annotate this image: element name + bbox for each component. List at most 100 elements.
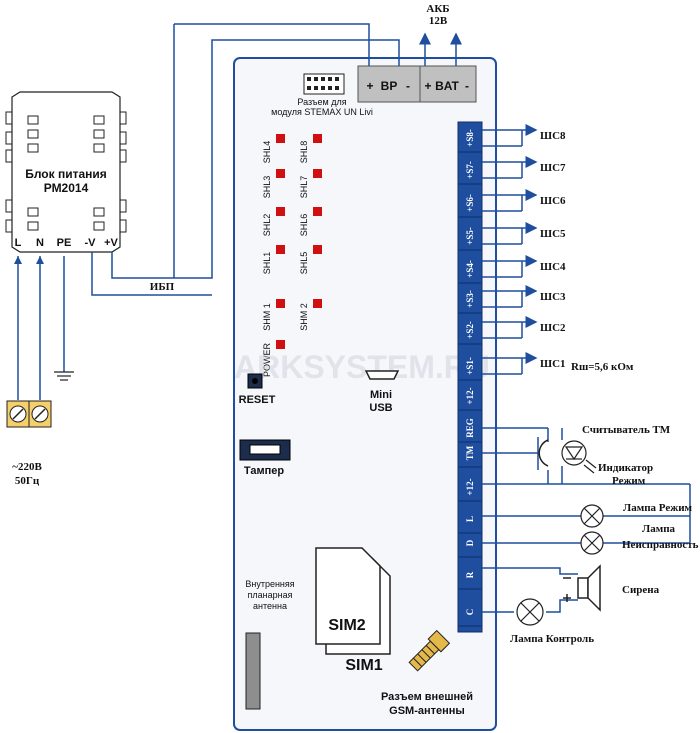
terminal-label: +S8- [465,129,475,147]
lamp-fault-label-1: Лампа [642,523,676,535]
bat-minus: - [465,79,469,93]
stemax-connector [303,73,345,95]
terminal-label: +S5- [465,227,475,245]
led-shl6 [313,207,322,216]
gsm-label-1: Разъем внешней [381,691,473,703]
gsm-antenna-connector [408,629,451,672]
lamp-fault-label-2: Неисправность [622,539,699,551]
terminal-labels: +S8-+S7-+S6-+S5-+S4-+S3-+S2-+S1-+12-REGT… [458,129,482,627]
reader-label: Считыватель ТМ [582,424,671,436]
led-label-shm2: SHM 2 [299,303,309,331]
led-shm1 [276,299,285,308]
terminal-label: +S3- [465,290,475,308]
led-power [276,340,285,349]
bp-minus: - [406,79,410,93]
zone-label: ШС5 [540,228,566,240]
ibp-label: ИБП [150,281,175,293]
led-group [276,134,322,349]
terminal-label: R [465,571,475,578]
zone-label: ШС7 [540,162,566,174]
tamper-label: Тампер [244,465,284,477]
led-shl5 [313,245,322,254]
terminal-label: C [465,609,475,616]
led-label-shl1: SHL1 [262,252,272,275]
internal-antenna [245,632,261,710]
psu-pin-minus: -V [85,237,97,249]
sim1-label: SIM1 [345,657,382,674]
gsm-label-2: GSM-антенны [389,705,465,717]
terminal-label: TM [465,445,475,460]
mains-voltage: ~220В [12,461,42,473]
lamp-control-icon [516,598,544,626]
led-label-shl4: SHL4 [262,141,272,164]
led-label-shm1: SHM 1 [262,303,272,331]
usb-label-1: Mini [370,389,392,401]
antenna-label-1: Внутренняя [245,579,294,589]
led-shm2 [313,299,322,308]
terminal-label: +S7- [465,161,475,179]
bat-label: BAT [435,79,459,93]
reader-contact-icon [538,439,549,467]
mains-terminal [6,400,52,428]
psu-pin-l: L [15,237,22,249]
led-shl2 [276,207,285,216]
ground-icon [54,371,74,381]
led-label-shl6: SHL6 [299,214,309,237]
terminal-label: +S6- [465,194,475,212]
control-board [233,57,497,731]
antenna-label-3: антенна [253,601,287,611]
psu-pin-n: N [36,237,44,249]
terminal-label: +S1- [465,357,475,375]
psu-title: Блок питания [25,167,107,181]
tamper-switch [239,439,291,461]
led-label-shl5: SHL5 [299,252,309,275]
led-shl1 [276,245,285,254]
zone-label: ШС8 [540,130,566,142]
terminal-label: +12- [465,478,475,495]
connector-label-1: Разъем для [297,97,346,107]
lamp-mode-label: Лампа Режим [623,502,693,514]
psu-pin-pe: PE [57,237,72,249]
lamp-mode-icon [580,504,604,528]
indicator-led-icon [561,440,597,474]
led-label-shl8: SHL8 [299,141,309,164]
psu-model: РМ2014 [44,181,89,195]
sim-cards [315,547,391,655]
siren-label: Сирена [622,584,660,596]
zone-label: ШС2 [540,322,566,334]
led-shl8 [313,134,322,143]
psu-pin-arrows [14,256,44,264]
resistor-note: Rш=5,6 кОм [571,361,634,373]
zone-label: ШС4 [540,261,566,273]
sim2-label: SIM2 [328,617,365,634]
led-shl7 [313,169,322,178]
terminal-strip [457,121,483,633]
led-label-power: POWER [262,343,272,378]
terminal-label: +S4- [465,260,475,278]
led-label-shl7: SHL7 [299,176,309,199]
connector-label-2: модуля STEMAX UN Livi [271,107,373,117]
reset-label: RESET [239,394,276,406]
indicator-label-2: Режим [612,475,646,487]
terminal-label: D [465,539,475,546]
siren-icon [563,564,601,612]
led-label-shl2: SHL2 [262,214,272,237]
power-supply [5,91,127,253]
battery-label-1: АКБ [426,3,449,15]
watermark: ARKSYSTEM.RU [234,349,490,385]
psu-pin-plus: +V [104,237,118,249]
terminal-label: L [465,516,475,522]
bp-terminal-block [357,65,421,103]
device-wires [482,427,691,613]
bp-label: BP [381,79,398,93]
terminal-label: +12- [465,387,475,404]
antenna-label-2: планарная [248,590,293,600]
bat-plus: + [424,79,431,93]
zone-label: ШС1 [540,358,566,370]
bp-plus: + [366,79,373,93]
usb-port-icon [364,370,400,380]
reset-button[interactable] [247,373,263,389]
zone-label: ШС3 [540,291,566,303]
